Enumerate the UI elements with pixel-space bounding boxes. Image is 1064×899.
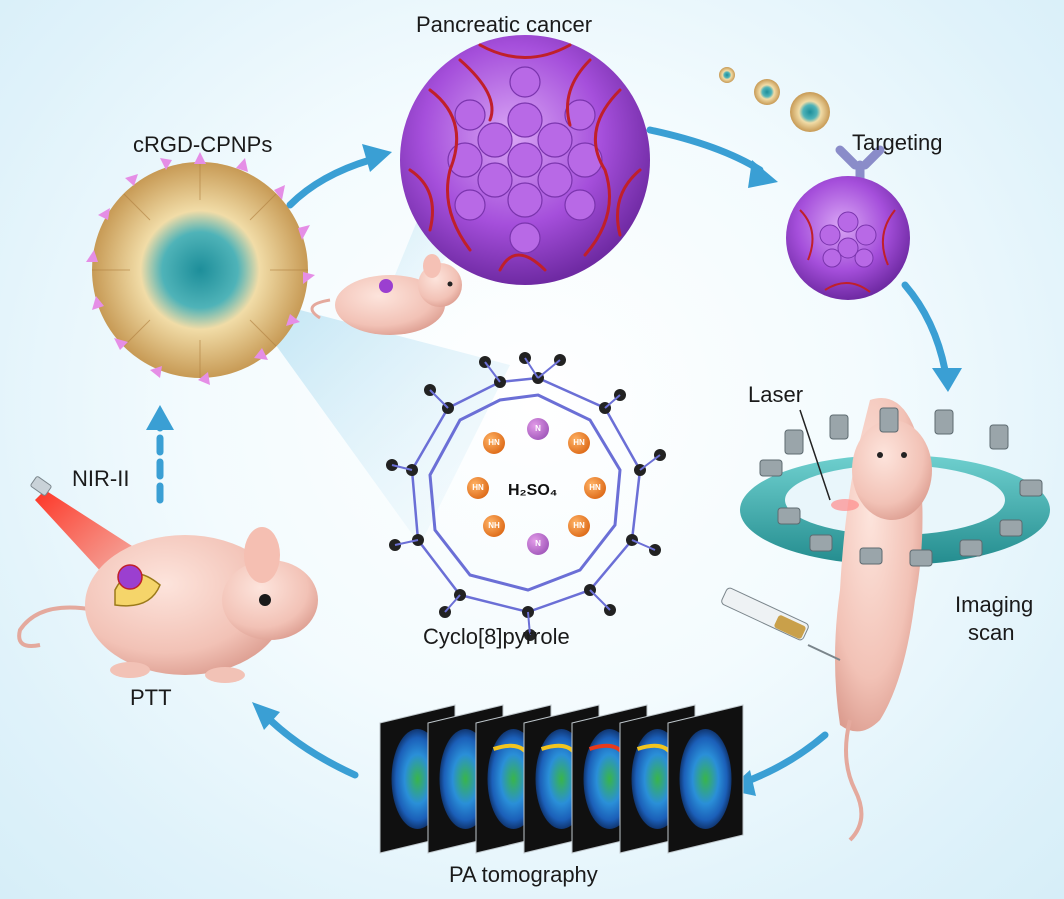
arrow-to-tomography [741, 731, 829, 786]
cycle-arrows [156, 126, 949, 786]
molecule-hn-br: HN [568, 515, 590, 537]
pa-tomography-stack [379, 704, 744, 854]
label-imaging-scan-line2: scan [968, 620, 1015, 645]
mouse-small [310, 254, 462, 335]
cyclo-pyrrole-molecule [386, 352, 666, 641]
pa-slice [667, 704, 744, 854]
imaging-setup [721, 398, 1050, 842]
arrow-to-ptt [261, 711, 359, 779]
label-pa-tomography: PA tomography [449, 862, 598, 887]
arrow-to-imaging [901, 281, 949, 374]
mouse-imaging [835, 398, 932, 842]
label-ptt: PTT [130, 685, 172, 710]
molecule-acid-label: H₂SO₄ [508, 482, 558, 499]
label-laser: Laser [748, 382, 804, 407]
molecule-hn-mr: HN [584, 477, 606, 499]
molecule-nh-bl: NH [483, 515, 505, 537]
molecule-hn-tr: HN [568, 432, 590, 454]
label-nir-ii: NIR-II [72, 466, 130, 491]
tumor-targeted [786, 176, 910, 300]
label-crgd-cpnps: cRGD-CPNPs [133, 132, 273, 157]
zoom-cone [265, 310, 510, 545]
tumor-large [400, 35, 650, 285]
arrow-to-targeting [646, 126, 764, 174]
label-targeting: Targeting [852, 130, 943, 155]
molecule-hn-tl: HN [483, 432, 505, 454]
label-cyclo-pyrrole: Cyclo[8]pyrrole [423, 624, 570, 649]
crgd-cpnp-particle [86, 152, 315, 385]
molecule-n-bottom: N [527, 533, 549, 555]
arrow-to-tumor [286, 156, 374, 209]
label-imaging-scan-line1: Imaging [955, 592, 1034, 617]
targeting-nanoparticles [719, 67, 885, 190]
molecule-n-top: N [527, 418, 549, 440]
ptt-setup [17, 476, 318, 683]
label-pancreatic-cancer: Pancreatic cancer [416, 12, 593, 37]
molecule-hn-ml: HN [467, 477, 489, 499]
syringe [721, 587, 841, 661]
